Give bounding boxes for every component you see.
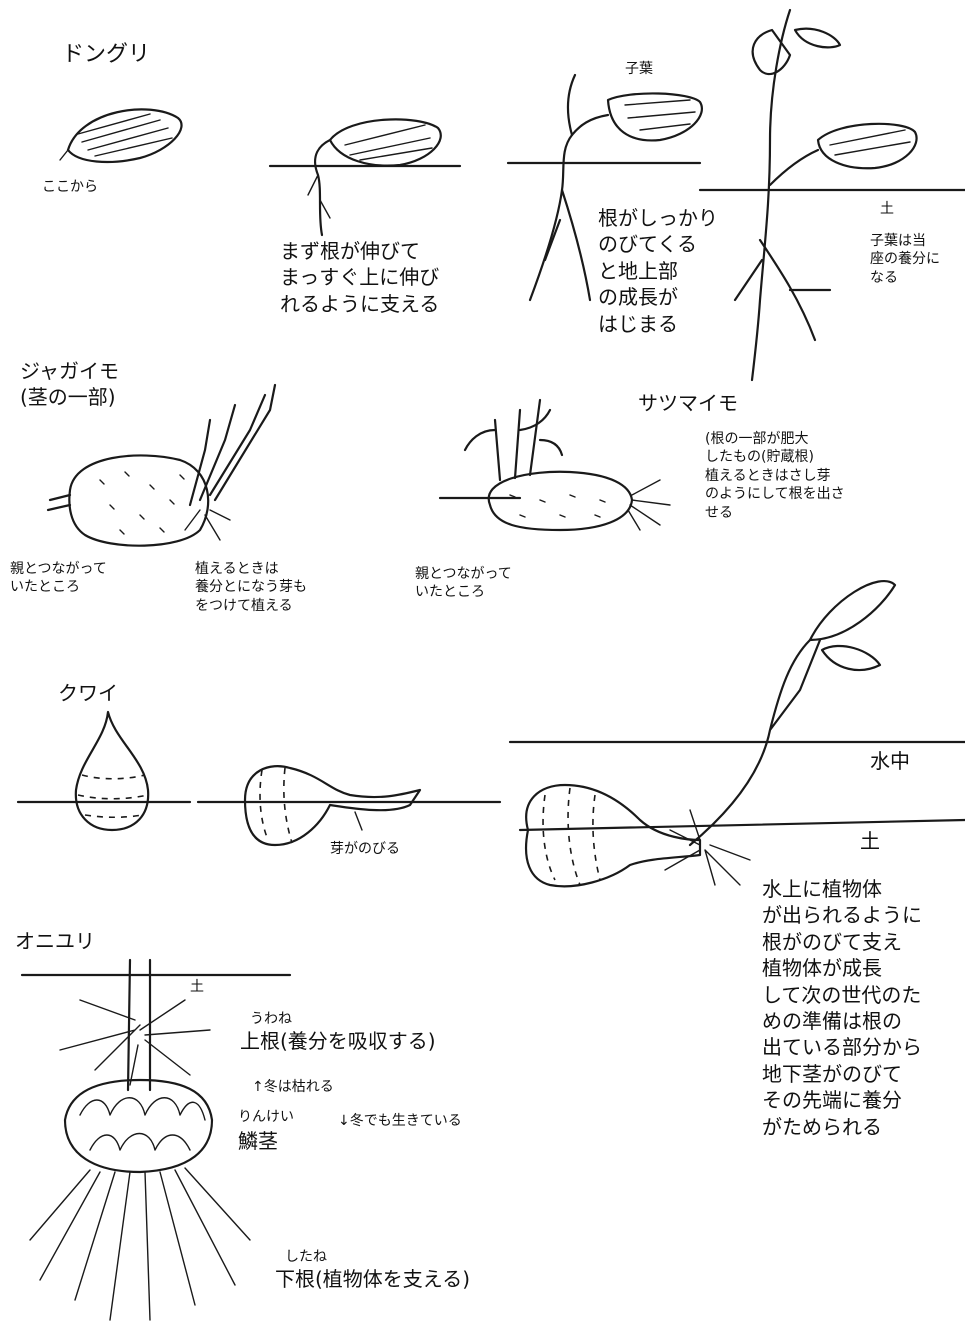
lily-lower-root-label: 下根(植物体を支える) <box>275 1267 471 1291</box>
sweetpotato-parent-label: 親とつながって いたところ <box>415 566 512 601</box>
acorn-sprout-drawing <box>506 73 703 302</box>
sweetpotato-drawing <box>438 398 671 532</box>
lily-soil-label: 土 <box>190 979 204 995</box>
acorn-stage3-caption: 根がしっかり のびてくる と地上部 の成長が はじまる <box>598 206 718 336</box>
kuwai-sprouting-drawing <box>196 765 502 847</box>
lily-winter-dies-label: ↑冬は枯れる <box>252 1079 334 1095</box>
sweetpotato-caption: (根の一部が肥大 したもの(貯蔵根) 植えるときはさし芽 のようにして根を出さ … <box>705 431 845 521</box>
kuwai-water-label: 水中 <box>870 749 910 773</box>
lily-bulb-ruby: りんけい <box>238 1109 294 1125</box>
lily-upper-root-label: 上根(養分を吸収する) <box>240 1029 436 1053</box>
acorn-stage4-caption: 子葉は当 座の養分に なる <box>870 233 940 286</box>
potato-drawing <box>46 383 277 547</box>
lily-upper-root-ruby: うわね <box>250 1011 292 1027</box>
lily-winter-lives-label: ↓冬でも生きている <box>338 1113 462 1129</box>
kuwai-soil-label: 土 <box>860 829 880 853</box>
lily-title: オニユリ <box>15 929 95 953</box>
potato-title: ジャガイモ (茎の一部) <box>20 359 119 410</box>
acorn-title: ドングリ <box>62 42 151 67</box>
potato-parent-label: 親とつながって いたところ <box>10 561 107 596</box>
kuwai-title: クワイ <box>58 681 118 705</box>
sweetpotato-title: サツマイモ <box>638 391 738 415</box>
acorn-seedling-drawing <box>698 8 965 382</box>
kuwai-sprout-label: 芽がのびる <box>330 841 400 857</box>
potato-planting-caption: 植えるときは 養分とになう芽も をつけて植える <box>195 561 307 614</box>
acorn-seed-drawing <box>59 108 183 164</box>
acorn-root-drawing <box>268 118 462 237</box>
acorn-cotyledon-label: 子葉 <box>625 61 653 77</box>
kuwai-caption: 水上に植物体 が出られるように 根がのびて支え 植物体が成長 して次の世代のた … <box>762 877 922 1139</box>
lily-drawing <box>20 958 292 1321</box>
acorn-soil-label: 土 <box>880 201 894 217</box>
kuwai-plant-drawing <box>508 579 965 888</box>
kuwai-corm-drawing <box>16 710 192 832</box>
lily-bulb-label: 鱗茎 <box>238 1129 278 1153</box>
acorn-origin-label: ここから <box>42 179 98 195</box>
lily-lower-root-ruby: したね <box>285 1249 327 1265</box>
acorn-stage2-caption: まず根が伸びて まっすぐ上に伸び れるように支える <box>280 239 440 316</box>
